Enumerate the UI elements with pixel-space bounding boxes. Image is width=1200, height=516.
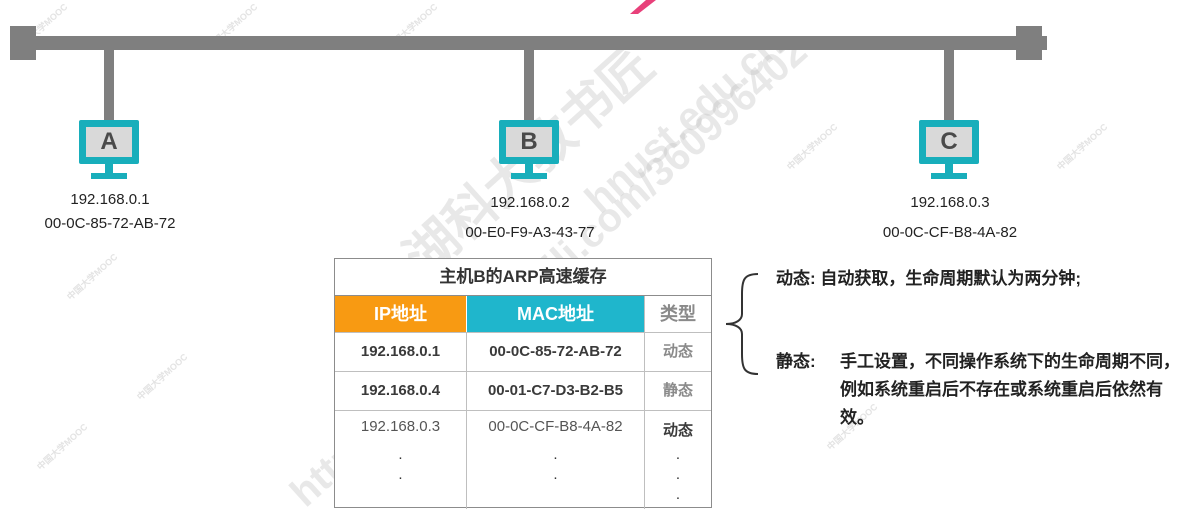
- table-ellipsis-row: .. .. ...: [335, 443, 711, 509]
- host-c-link: [944, 48, 954, 123]
- static-description: 手工设置，不同操作系统下的生命周期不同，例如系统重启后不存在或系统重启后依然有效…: [840, 352, 1180, 427]
- row-ip: 192.168.0.4: [335, 372, 467, 410]
- row-type: 静态: [662, 382, 693, 399]
- watermark-mooc: 中国大学MOOC: [785, 121, 840, 172]
- dynamic-description: 自动获取，生命周期默认为两分钟;: [820, 269, 1082, 288]
- host-b-letter: B: [506, 127, 552, 157]
- host-a-address: 192.168.0.1 00-0C-85-72-AB-72: [20, 188, 200, 236]
- watermark-mooc: 中国大学MOOC: [35, 421, 90, 472]
- type-column-header: 类型: [660, 304, 696, 324]
- host-c-computer-icon: C: [919, 120, 979, 182]
- host-b-mac: 00-E0-F9-A3-43-77: [465, 224, 595, 241]
- host-c-letter: C: [926, 127, 972, 157]
- host-b-computer-icon: B: [499, 120, 559, 182]
- row-ip: 192.168.0.3: [335, 411, 467, 443]
- host-b-link: [524, 48, 534, 123]
- row-mac: 00-0C-CF-B8-4A-82: [467, 411, 645, 443]
- pink-arrow-icon: [628, 0, 658, 14]
- dynamic-note: 动态: 自动获取，生命周期默认为两分钟;: [776, 265, 1081, 293]
- bus-terminator-right: [1016, 26, 1042, 60]
- host-b-address: 192.168.0.2 00-E0-F9-A3-43-77: [440, 191, 620, 245]
- ellipsis: .: [553, 446, 558, 463]
- network-bus: [12, 36, 1047, 50]
- table-row: 192.168.0.4 00-01-C7-D3-B2-B5 静态: [335, 372, 711, 411]
- row-ip: 192.168.0.1: [335, 333, 467, 371]
- mac-column-header: MAC地址: [467, 296, 645, 332]
- row-type: 动态: [662, 343, 693, 360]
- table-row: 192.168.0.3 00-0C-CF-B8-4A-82 动态: [335, 411, 711, 443]
- curly-brace-icon: [722, 270, 762, 378]
- host-a-ip: 192.168.0.1: [70, 191, 150, 208]
- watermark-mooc: 中国大学MOOC: [135, 351, 190, 402]
- host-a-letter: A: [86, 127, 132, 157]
- dynamic-label: 动态:: [776, 269, 816, 288]
- host-b-ip: 192.168.0.2: [490, 194, 570, 211]
- ellipsis: .: [675, 446, 681, 463]
- ellipsis: .: [675, 486, 681, 503]
- ellipsis: .: [553, 466, 558, 483]
- ellipsis: .: [675, 466, 681, 483]
- host-a-mac: 00-0C-85-72-AB-72: [44, 215, 176, 232]
- static-label: 静态:: [776, 352, 816, 371]
- arp-table-header: IP地址 MAC地址 类型: [335, 296, 711, 333]
- host-c-mac: 00-0C-CF-B8-4A-82: [882, 224, 1018, 241]
- table-row: 192.168.0.1 00-0C-85-72-AB-72 动态: [335, 333, 711, 372]
- watermark-mooc: 中国大学MOOC: [65, 251, 120, 302]
- static-note: 静态: 手工设置，不同操作系统下的生命周期不同，例如系统重启后不存在或系统重启后…: [776, 348, 1196, 432]
- row-mac: 00-0C-85-72-AB-72: [467, 333, 645, 371]
- host-c-ip: 192.168.0.3: [910, 194, 990, 211]
- host-a-computer-icon: A: [79, 120, 139, 182]
- ip-column-header: IP地址: [335, 296, 467, 332]
- arp-cache-table: 主机B的ARP高速缓存 IP地址 MAC地址 类型 192.168.0.1 00…: [334, 258, 712, 509]
- row-mac: 00-01-C7-D3-B2-B5: [467, 372, 645, 410]
- host-c-address: 192.168.0.3 00-0C-CF-B8-4A-82: [860, 191, 1040, 245]
- watermark-mooc: 中国大学MOOC: [1055, 121, 1110, 172]
- arp-table-title: 主机B的ARP高速缓存: [335, 259, 711, 296]
- row-type: 动态: [662, 422, 693, 439]
- host-a-link: [104, 48, 114, 123]
- ellipsis: .: [398, 466, 403, 483]
- bus-terminator-left: [10, 26, 36, 60]
- ellipsis: .: [398, 446, 403, 463]
